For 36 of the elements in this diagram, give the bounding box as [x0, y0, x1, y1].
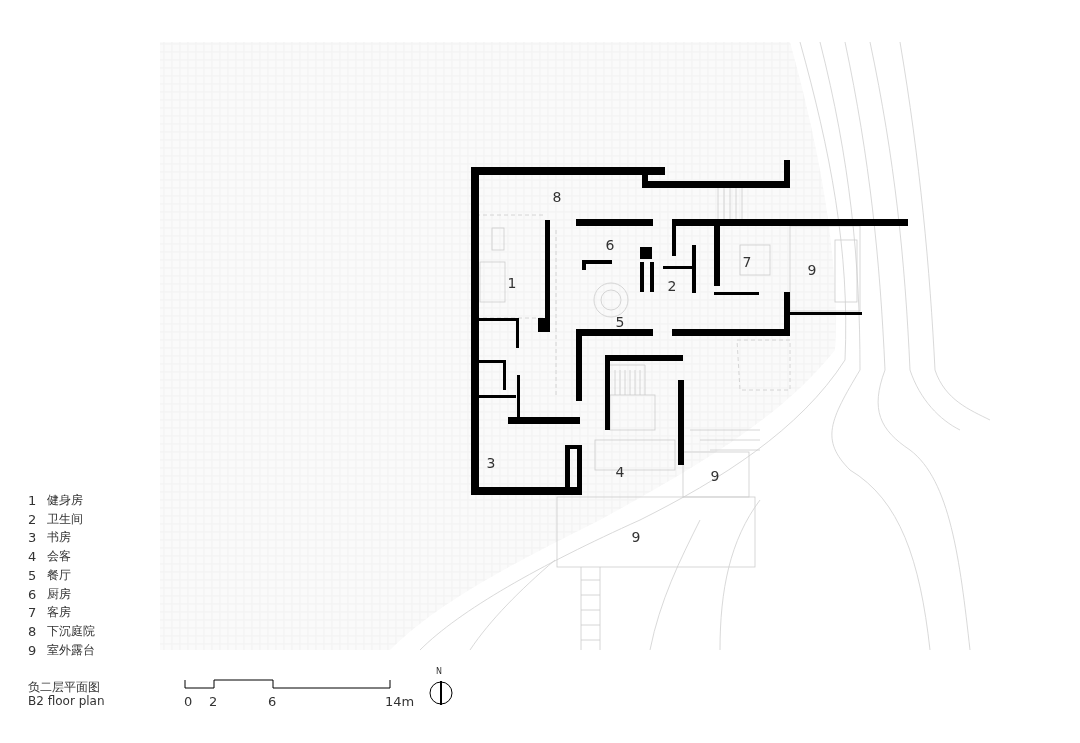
- room-number: 9: [710, 469, 720, 483]
- legend-room-name: 室外露台: [47, 643, 95, 656]
- legend-number: 7: [28, 606, 37, 620]
- legend-number: 8: [28, 624, 37, 638]
- room-number: 9: [807, 263, 817, 277]
- room-number: 4: [615, 465, 625, 479]
- legend-number: 3: [28, 531, 37, 545]
- legend-room-name: 卫生间: [47, 512, 83, 525]
- plan-title: 负二层平面图: [28, 681, 100, 693]
- room-number: 8: [552, 190, 562, 204]
- plan-title-english: B2 floor plan: [28, 695, 105, 707]
- legend-room-name: 下沉庭院: [47, 624, 95, 637]
- room-number: 3: [486, 456, 496, 470]
- scale-value: 14m: [385, 695, 415, 708]
- legend-number: 4: [28, 550, 37, 564]
- room-number: 7: [742, 255, 752, 269]
- legend-room-name: 健身房: [47, 494, 83, 506]
- legend-room-name: 会客: [47, 550, 71, 563]
- legend-room-name: 书房: [47, 531, 71, 544]
- north-label: N: [436, 668, 442, 676]
- legend-room-name: 餐厅: [47, 568, 71, 581]
- legend-number: 5: [28, 568, 37, 582]
- room-number: 5: [615, 315, 625, 329]
- scale-value: 0: [184, 695, 193, 708]
- legend-number: 9: [28, 643, 37, 657]
- legend-room-name: 厨房: [47, 587, 71, 600]
- legend-number: 1: [28, 494, 37, 507]
- room-number: 2: [667, 279, 677, 293]
- room-number: 9: [631, 530, 641, 544]
- legend-number: 2: [28, 512, 37, 526]
- legend-number: 6: [28, 587, 37, 601]
- room-number: 6: [605, 238, 615, 252]
- legend-room-name: 客房: [47, 606, 71, 619]
- room-number: 1: [507, 276, 517, 290]
- scale-value: 2: [209, 695, 218, 708]
- scale-value: 6: [268, 695, 277, 708]
